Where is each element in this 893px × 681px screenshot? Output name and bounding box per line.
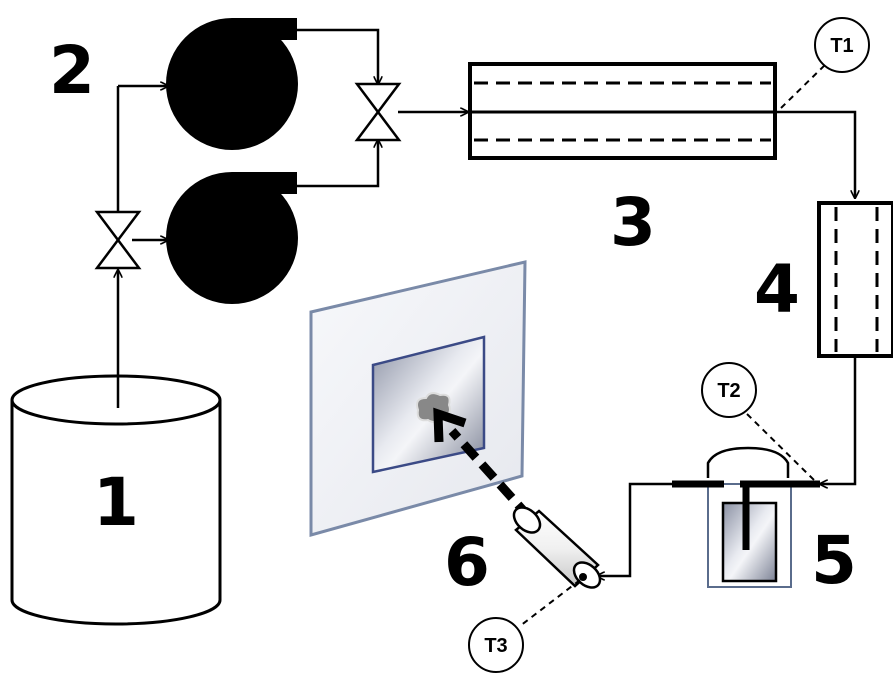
mixing-valve	[354, 82, 402, 142]
spray-nozzle	[512, 506, 602, 589]
sensor-t2: T2	[701, 362, 816, 482]
vessel	[672, 446, 820, 588]
pump-outlet-pipework	[297, 28, 468, 188]
vessel-label: 5	[811, 522, 857, 599]
heater-label: 3	[610, 184, 656, 261]
sensor-t2-label: T2	[717, 380, 740, 402]
inlet-pipework	[118, 86, 168, 408]
spray-jet	[433, 407, 534, 522]
sensor-t1-label: T1	[830, 35, 853, 57]
pumps-label: 2	[49, 32, 95, 109]
vessel-to-nozzle-pipe	[597, 482, 672, 576]
heater-to-cooler-pipe	[775, 110, 855, 198]
sensor-t3: T3	[468, 579, 581, 673]
sensor-t3-label: T3	[484, 635, 507, 657]
inlet-valve	[94, 210, 142, 270]
cooler	[817, 201, 893, 358]
heat-exchanger	[468, 62, 777, 160]
cooler-label: 4	[754, 251, 800, 328]
tank-label: 1	[93, 464, 139, 541]
cooler-to-vessel-pipe	[820, 356, 857, 484]
target-panel-label: 6	[444, 524, 490, 601]
storage-tank: 1	[10, 374, 222, 626]
upper-pump	[166, 18, 298, 150]
sensor-t1: T1	[780, 17, 870, 109]
lower-pump	[166, 172, 298, 304]
target-panel	[309, 260, 527, 537]
